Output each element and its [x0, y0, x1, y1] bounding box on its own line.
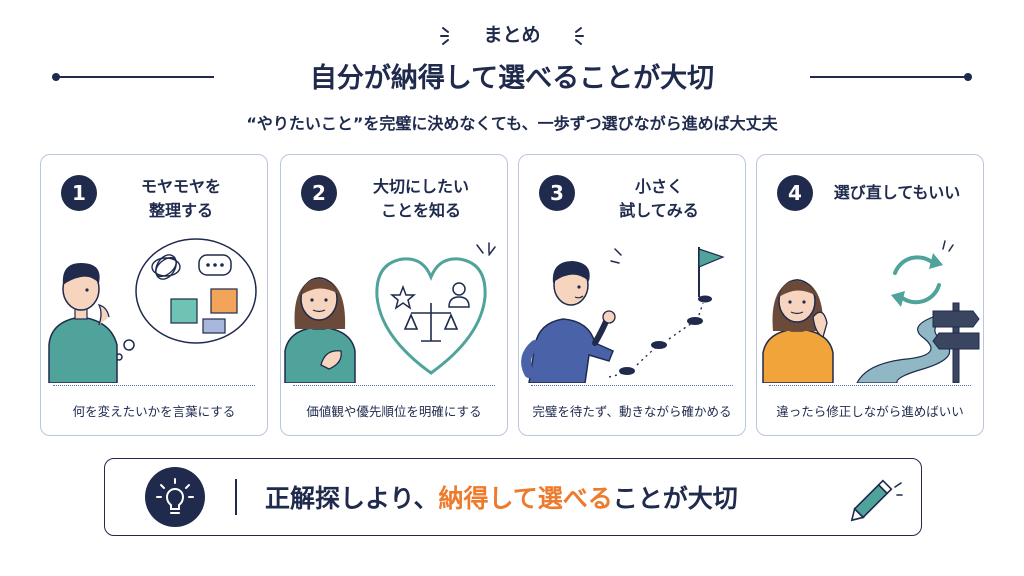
sparkle-right-icon — [561, 25, 585, 47]
eyebrow-text: まとめ — [483, 24, 541, 46]
card-divider — [53, 385, 255, 386]
thinking-person-illustration — [48, 238, 257, 383]
page-title: 自分が納得して選べることが大切 — [309, 63, 715, 94]
card-title: 大切にしたい ことを知る — [372, 177, 469, 220]
title-rule-dot-right — [964, 73, 972, 81]
title-rule-left — [56, 76, 214, 78]
step-number-badge: 1 — [61, 175, 97, 211]
card-caption: 何を変えたいかを言葉にする — [72, 404, 236, 419]
card-caption: 価値観や優先順位を明確にする — [306, 404, 482, 419]
card-divider — [769, 385, 971, 386]
card-title: 小さく 試してみる — [619, 177, 699, 220]
banner-divider — [235, 479, 237, 515]
sparkle-left-icon — [439, 25, 463, 47]
signpost-icon — [932, 302, 980, 383]
banner-text-after: ことが大切 — [612, 484, 738, 513]
summary-banner: 正解探しより、納得して選べることが大切 — [104, 458, 922, 536]
title-rule-right — [810, 76, 968, 78]
banner-text-accent: 納得して選べる — [438, 484, 613, 513]
card-caption: 完璧を待たず、動きながら確かめる — [532, 404, 732, 419]
card-divider — [531, 385, 733, 386]
banner-text-before: 正解探しより、 — [265, 484, 439, 513]
person-icon — [448, 282, 470, 308]
card-title: モヤモヤを 整理する — [140, 177, 221, 220]
running-person-illustration — [521, 247, 725, 383]
card-title: 選び直してもいい — [833, 183, 961, 202]
card-step-1: 1 モヤモヤを 整理する 何を変えたいかを言葉にする — [40, 154, 268, 436]
eyebrow-label: まとめ — [0, 20, 1024, 47]
step-number-badge: 3 — [539, 175, 575, 211]
card-caption: 違ったら修正しながら進めばいい — [776, 404, 964, 419]
lightbulb-icon — [145, 467, 205, 527]
star-icon — [389, 284, 417, 310]
page-subtitle: “やりたいこと”を完璧に決めなくても、一歩ずつ選びながら進めば大丈夫 — [246, 114, 778, 133]
values-heart-illustration — [284, 242, 496, 383]
card-step-2: 2 大切にしたい ことを知る 価値観や優先順位を明確にする — [280, 154, 508, 436]
flag-icon — [698, 247, 725, 297]
step-number-badge: 4 — [777, 175, 813, 211]
refresh-arrows-icon — [893, 255, 941, 305]
card-step-4: 4 選び直してもいい 違ったら修正しながら進めばいい — [756, 154, 984, 436]
pencil-icon — [847, 471, 903, 523]
card-step-3: 3 小さく 試してみる 完璧を待たず、動きながら確かめる — [518, 154, 746, 436]
rechoosing-illustration — [762, 240, 980, 383]
card-divider — [293, 385, 495, 386]
banner-message: 正解探しより、納得して選べることが大切 — [265, 479, 738, 515]
scales-icon — [403, 303, 459, 342]
step-number-badge: 2 — [301, 175, 337, 211]
